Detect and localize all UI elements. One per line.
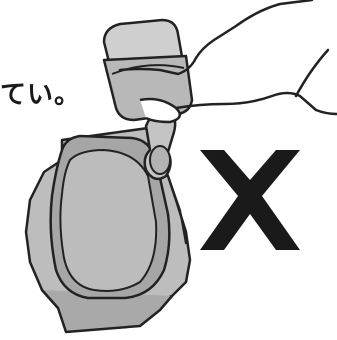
cross-icon <box>200 150 300 250</box>
device-front-glass <box>60 150 156 291</box>
